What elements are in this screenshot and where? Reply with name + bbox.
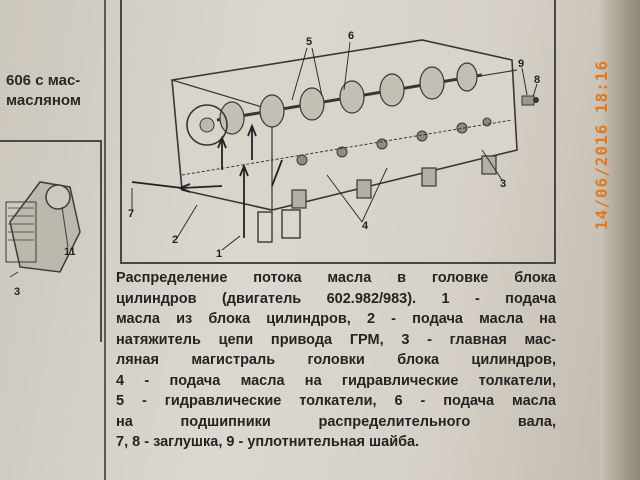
left-text-line-1: 606 с мас-: [6, 72, 81, 89]
figure-frame: 5 6 9 8 3 4 2 7 1: [120, 0, 556, 264]
callout-4: 4: [362, 220, 369, 232]
caption-line: цилиндров (двигатель 602.982/983). 1 - п…: [116, 290, 556, 307]
date-stamp: 14/06/2016 18:16: [566, 30, 611, 230]
caption-line: 4 - подача масла на гидравлические толка…: [116, 372, 556, 389]
page-spine: [600, 0, 640, 480]
callout-2: 2: [172, 234, 179, 246]
callout-1: 1: [216, 248, 223, 260]
callout-5: 5: [306, 36, 313, 48]
caption-line: масла из блока цилиндров, 2 - подача мас…: [116, 311, 556, 327]
left-column: 606 с мас- масляном 11 3: [0, 0, 106, 480]
caption-line: на подшипники распределительного вала,: [116, 413, 556, 430]
callout-6: 6: [348, 30, 355, 42]
callout-8: 8: [534, 74, 541, 86]
figure-caption: Распределение потока масла в головке бло…: [116, 268, 556, 453]
caption-line: Распределение потока масла в головке бло…: [116, 270, 556, 286]
left-figure: 11 3: [0, 140, 102, 342]
left-callout-11: 11: [64, 246, 76, 258]
callout-9: 9: [518, 58, 525, 70]
cylinder-head-drawing: [131, 39, 539, 251]
left-figure-drawing: [5, 181, 81, 278]
caption-line: натяжитель цепи привода ГРМ, 3 - главная…: [116, 331, 556, 348]
caption-line: 7, 8 - заглушка, 9 - уплотнительная шайб…: [116, 434, 420, 450]
date-stamp-text: 14/06/2016 18:16: [592, 59, 611, 230]
caption-line: 5 - гидравлические толкатели, 6 - подача…: [116, 393, 556, 409]
left-callout-3: 3: [14, 286, 21, 298]
caption-line: ляная магистраль головки блока цилиндров…: [116, 352, 556, 368]
callout-3: 3: [500, 178, 507, 190]
callout-7: 7: [128, 208, 135, 220]
left-text-line-2: масляном: [6, 92, 81, 109]
